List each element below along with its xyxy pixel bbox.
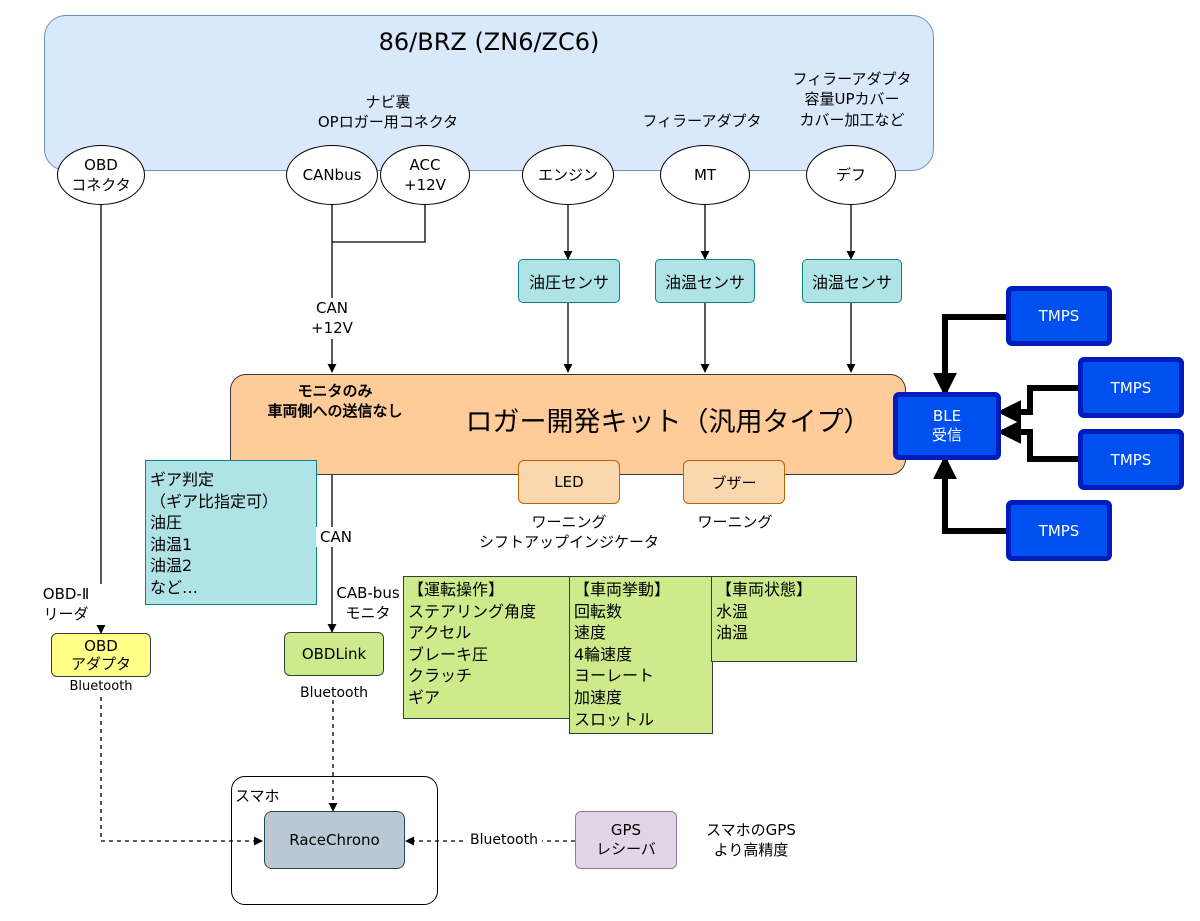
led-caption: ワーニング シフトアップインジケータ [478, 513, 659, 552]
led: LED [518, 460, 620, 504]
tmps-sensor-2: TMPS [1078, 357, 1184, 418]
navi-note: ナビ裏 OPロガー用コネクタ [317, 93, 459, 132]
obd-connector-port: OBD コネクタ [57, 145, 145, 205]
buzzer-caption: ワーニング [697, 513, 773, 531]
car-title: 86/BRZ (ZN6/ZC6) [378, 28, 600, 56]
gps-note: スマホのGPS より高精度 [706, 821, 796, 860]
features-box: ギア判定 （ギア比指定可） 油圧 油温1 油温2 など… [145, 460, 317, 605]
tmps-sensor-3: TMPS [1078, 429, 1184, 490]
smartphone-frame [231, 776, 438, 905]
obd-reader-label: OBD-Ⅱ リーダ [26, 584, 106, 625]
acc-port: ACC +12V [380, 145, 470, 205]
driving-inputs-box: 【運転操作】 ステアリング角度 アクセル ブレーキ圧 クラッチ ギア [403, 576, 571, 719]
logger-dev-kit: ロガー開発キット（汎用タイプ） [230, 374, 906, 475]
diff-oil-temp-sensor: 油温センサ [802, 259, 902, 303]
mt-oil-temp-sensor: 油温センサ [655, 259, 755, 303]
vehicle-status-box: 【車両状態】 水温 油温 [711, 576, 857, 662]
gps-receiver: GPS レシーバ [575, 811, 677, 869]
tmps-link-2 [997, 385, 1080, 424]
diff-note: フィラーアダプタ 容量UPカバー カバー加工など [792, 70, 912, 129]
diff-port: デフ [806, 145, 896, 205]
ble-receiver: BLE 受信 [893, 392, 1001, 460]
obdlink: OBDLink [284, 632, 384, 676]
tmps-link-4 [933, 455, 1008, 534]
bt-obd-adapter [100, 697, 263, 846]
gps-bluetooth-label: Bluetooth [466, 831, 542, 850]
tmps-sensor-4: TMPS [1006, 500, 1112, 561]
can-power-label: CAN +12V [300, 298, 364, 339]
engine-port: エンジン [522, 145, 614, 205]
cab-bus-label: CAB-bus モニタ [336, 584, 400, 623]
canbus-port: CANbus [286, 145, 378, 205]
tmps-link-1 [933, 314, 1008, 397]
buzzer: ブザー [683, 460, 785, 504]
obdlink-bluetooth: Bluetooth [300, 685, 368, 701]
mt-note: フィラーアダプタ [642, 112, 762, 130]
obd-adapter: OBD アダプタ [51, 633, 151, 677]
oil-pressure-sensor: 油圧センサ [518, 259, 620, 303]
tmps-sensor-1: TMPS [1006, 286, 1112, 346]
logger-title: ロガー開発キット（汎用タイプ） [465, 407, 871, 438]
racechrono-app: RaceChrono [264, 811, 405, 869]
mt-port: MT [660, 145, 750, 205]
tmps-link-3 [997, 420, 1080, 462]
logger-note: モニタのみ 車両側への送信なし [267, 382, 403, 421]
vehicle-behavior-box: 【車両挙動】 回転数 速度 4輪速度 ヨーレート 加速度 スロットル [569, 576, 713, 734]
can-label: CAN [316, 527, 356, 548]
car-body: 86/BRZ (ZN6/ZC6) [44, 15, 934, 171]
obd-adapter-bluetooth: Bluetooth [69, 679, 133, 694]
wire-acc-to-can [332, 204, 426, 243]
smartphone-label: スマホ [235, 787, 280, 805]
